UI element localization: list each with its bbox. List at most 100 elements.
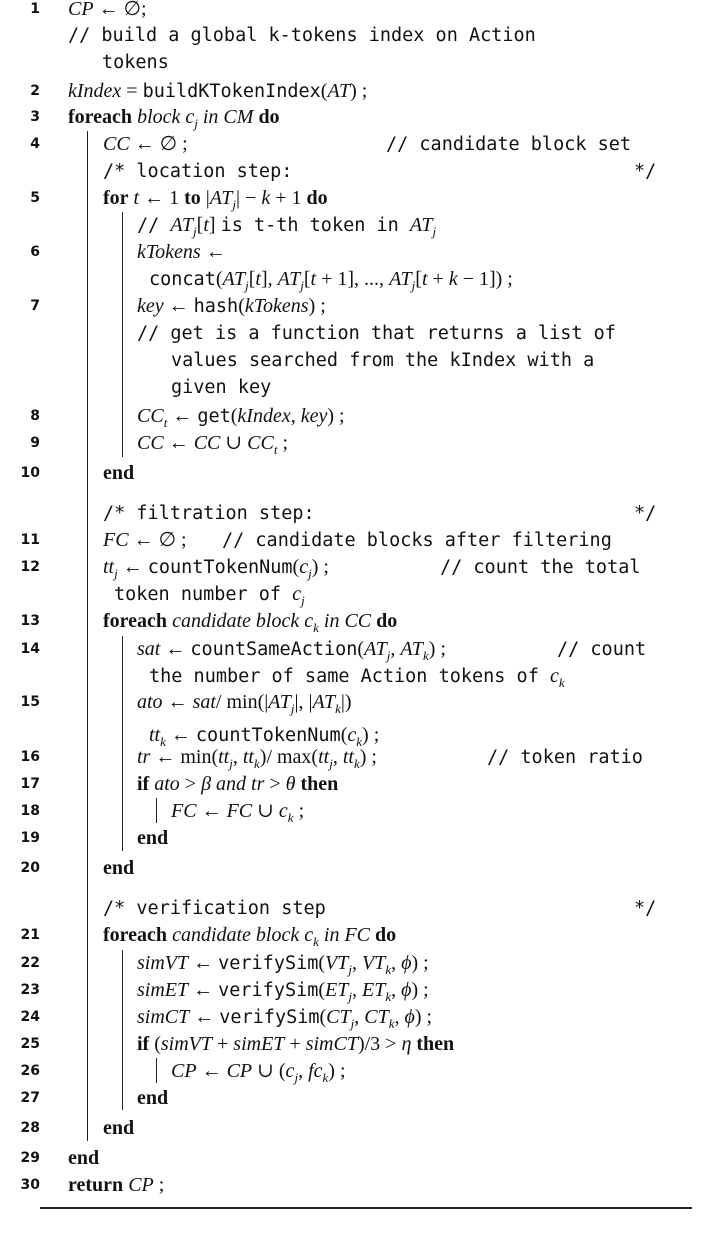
line-number: 22 <box>20 955 40 971</box>
line-comment: // token ratio <box>487 747 643 768</box>
line-number: 7 <box>30 298 40 314</box>
algorithm-line: /* verification step */ <box>0 895 724 922</box>
line-code: sat ← countSameAction(ATj, ATk) ; <box>137 638 446 663</box>
line-number: 11 <box>20 532 40 548</box>
line-number: 12 <box>20 559 40 575</box>
algorithm-line: 12 ttj ← countTokenNum(cj) ;// count the … <box>0 554 724 608</box>
line-number: 5 <box>30 190 40 206</box>
line-comment: */ <box>634 898 657 919</box>
line-comment: */ <box>634 503 657 524</box>
line-code: return CP ; <box>68 1174 165 1196</box>
block-guide-line <box>122 212 124 457</box>
line-code: CC ← ∅ ; <box>103 133 188 155</box>
line-code: // get is a function that returns a list… <box>137 323 616 398</box>
line-number: 13 <box>20 613 40 629</box>
algorithm-line: 23 simET ← verifySim(ETj, ETk, ϕ) ; <box>0 977 724 1004</box>
block-guide-line <box>122 636 124 851</box>
algorithm-line: 4 CC ← ∅ ; // candidate block set <box>0 131 724 158</box>
line-number: 2 <box>30 83 40 99</box>
line-code: /* verification step <box>103 898 326 919</box>
line-number: 6 <box>30 244 40 260</box>
algorithm-line: 24 simCT ← verifySim(CTj, CTk, ϕ) ; <box>0 1004 724 1031</box>
line-code: tr ← min(ttj, ttk)/ max(ttj, ttk) ; <box>137 746 377 771</box>
block-guide-line <box>156 1058 158 1083</box>
line-code: foreach candidate block ck in CC do <box>103 610 398 635</box>
algorithm-line: /* filtration step: */ <box>0 500 724 527</box>
line-number: 29 <box>20 1150 40 1166</box>
line-code: /* location step: <box>103 161 293 182</box>
line-code: ato ← sat/ min(|ATj|, |ATk|)ttk ← countT… <box>137 691 380 749</box>
line-comment: */ <box>634 161 657 182</box>
line-code: foreach candidate block ck in FC do <box>103 924 397 949</box>
block-guide-line <box>87 131 89 1141</box>
line-number: 21 <box>20 927 40 943</box>
line-code: end <box>137 827 169 849</box>
line-code: CCt ← get(kIndex, key) ; <box>137 405 345 430</box>
line-code: ttj ← countTokenNum(cj) ; <box>103 556 329 581</box>
line-number: 9 <box>30 435 40 451</box>
line-number: 4 <box>30 136 40 152</box>
line-code: simCT ← verifySim(CTj, CTk, ϕ) ; <box>137 1006 433 1031</box>
line-code: if ato > β and tr > θ then <box>137 773 339 795</box>
line-number: 8 <box>30 408 40 424</box>
line-number: 18 <box>20 803 40 819</box>
line-code: for t ← 1 to |ATj| − k + 1 do <box>103 187 328 212</box>
line-code: end <box>137 1087 169 1109</box>
line-comment: // candidate block set <box>386 134 632 155</box>
algorithm-line: 7 key ← hash(kTokens) ; <box>0 293 724 320</box>
line-code: simVT ← verifySim(VTj, VTk, ϕ) ; <box>137 952 429 977</box>
line-code: if (simVT + simET + simCT)/3 > η then <box>137 1033 455 1055</box>
line-number: 23 <box>20 982 40 998</box>
line-comment: // candidate blocks after filtering <box>222 530 612 551</box>
line-code: key ← hash(kTokens) ; <box>137 295 326 317</box>
algorithm-line: 29 end <box>0 1145 724 1172</box>
algorithm-line: 28 end <box>0 1115 724 1142</box>
line-number: 10 <box>20 465 40 481</box>
algorithm-line: // build a global k-tokens index on Acti… <box>0 22 724 73</box>
block-guide-line <box>156 798 158 823</box>
line-number: 1 <box>30 1 40 17</box>
algorithm-line: // get is a function that returns a list… <box>0 320 724 398</box>
line-code: kIndex = buildKTokenIndex(AT) ; <box>68 80 368 102</box>
algorithm-line: 15 ato ← sat/ min(|ATj|, |ATk|)ttk ← coun… <box>0 689 724 749</box>
line-code: simET ← verifySim(ETj, ETk, ϕ) ; <box>137 979 429 1004</box>
algorithm-line: 5 for t ← 1 to |ATj| − k + 1 do <box>0 185 724 212</box>
line-number: 20 <box>20 860 40 876</box>
line-code: end <box>68 1147 100 1169</box>
algorithm-line: 8 CCt ← get(kIndex, key) ; <box>0 403 724 430</box>
line-number: 19 <box>20 830 40 846</box>
line-number: 27 <box>20 1090 40 1106</box>
line-code: FC ← ∅ ; <box>103 529 187 551</box>
algorithm-line: 1 CP ← ∅; <box>0 0 724 23</box>
line-code: end <box>103 1117 135 1139</box>
algorithm-line: 27 end <box>0 1085 724 1112</box>
line-code: CP ← CP ∪ (cj, fck) ; <box>171 1060 346 1085</box>
algorithm-line: 2 kIndex = buildKTokenIndex(AT) ; <box>0 78 724 105</box>
line-code: end <box>103 462 135 484</box>
line-code: end <box>103 857 135 879</box>
line-code: /* filtration step: <box>103 503 315 524</box>
block-guide-line <box>122 950 124 1110</box>
line-number: 14 <box>20 641 40 657</box>
algorithm-line: 14 sat ← countSameAction(ATj, ATk) ;// co… <box>0 636 724 690</box>
line-number: 15 <box>20 694 40 710</box>
algorithm-line: 20 end <box>0 855 724 882</box>
line-code: foreach block cj in CM do <box>68 106 280 131</box>
algorithm-line: 13 foreach candidate block ck in CC do <box>0 608 724 635</box>
algorithm-line: /* location step: */ <box>0 158 724 185</box>
line-code: // build a global k-tokens index on Acti… <box>68 25 536 73</box>
line-number: 28 <box>20 1120 40 1136</box>
line-number: 24 <box>20 1009 40 1025</box>
algorithm-line: 19 end <box>0 825 724 852</box>
line-code: CP ← ∅; <box>68 0 147 20</box>
